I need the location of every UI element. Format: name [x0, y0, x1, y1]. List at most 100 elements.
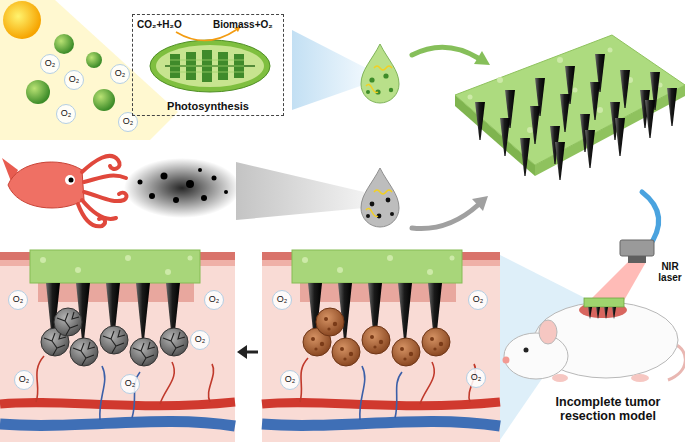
- laser-lens: [628, 256, 646, 263]
- patch-spots: [468, 48, 663, 134]
- product-label: Biomass+O₂: [213, 19, 283, 30]
- ink-dot: [198, 168, 202, 172]
- vein: [0, 421, 235, 426]
- oxygen-label: O₂: [63, 75, 85, 85]
- squid-body: [8, 162, 84, 208]
- microneedle-patch: [615, 118, 625, 156]
- dot: [383, 73, 388, 78]
- spot: [608, 48, 613, 53]
- polymer-strand: [366, 208, 378, 216]
- spot: [165, 269, 171, 275]
- chloroplast-inner: [156, 45, 264, 87]
- tissue-panel-after: [54, 308, 82, 336]
- arrow-head: [472, 196, 488, 211]
- ink-dot: [138, 180, 143, 185]
- spot: [427, 269, 433, 275]
- algae-cell: [54, 34, 74, 54]
- flow-arrow: [412, 47, 478, 58]
- microneedle-patch: [555, 142, 565, 180]
- tissue-panel-after: [100, 326, 128, 354]
- mouse-head: [504, 333, 568, 379]
- arrow-head: [474, 51, 490, 65]
- vein: [262, 421, 500, 426]
- ink-cloud: [124, 158, 240, 218]
- oxygen-label: O₂: [13, 375, 35, 385]
- microneedle-patch: [585, 130, 595, 168]
- tentacle: [82, 156, 120, 172]
- tissue-panel-after: [136, 283, 150, 342]
- oxygen-label: O₂: [55, 109, 77, 119]
- tissue-panel-before: [262, 250, 500, 442]
- ink-dot: [224, 190, 228, 194]
- squid-pupil: [69, 178, 74, 183]
- instrument-label: NIR laser: [655, 261, 685, 283]
- ink-droplet: [236, 162, 488, 229]
- tissue-panel-before: [398, 283, 412, 342]
- dot: [370, 202, 375, 207]
- dot: [386, 198, 391, 203]
- spot: [557, 57, 563, 63]
- spot: [450, 256, 455, 261]
- tissue-panel-before: [332, 338, 360, 366]
- tissue-panel-before: [422, 328, 450, 356]
- ink-dot: [186, 180, 194, 188]
- mouse-model: [612, 307, 616, 318]
- oxygen-label: O₂: [279, 375, 301, 385]
- capillary: [36, 356, 214, 404]
- tentacle: [78, 204, 105, 226]
- spot: [573, 88, 578, 93]
- oxygen-label: O₂: [203, 295, 225, 305]
- tentacles: [78, 156, 127, 226]
- tentacle: [82, 200, 116, 219]
- microneedle-patch: [455, 35, 685, 258]
- ink-dot: [212, 176, 217, 181]
- microneedle-patch: [620, 70, 630, 108]
- capillary: [100, 366, 140, 420]
- tissue-panel-after: [0, 250, 258, 442]
- algae-cell: [26, 80, 50, 104]
- polymer-strand: [374, 66, 392, 70]
- microneedle-patch: [520, 138, 530, 176]
- tissue-panel-after: [160, 328, 188, 356]
- microneedle-patch: [667, 88, 677, 126]
- spot: [40, 257, 46, 263]
- oxygen-bubbles: [9, 55, 488, 394]
- mouse-model: [596, 307, 600, 318]
- tissue-panel-before: [392, 338, 420, 366]
- tissue-panel-after: [70, 338, 98, 366]
- oxygen-label: O₂: [39, 59, 61, 69]
- mouse-model: [604, 307, 608, 318]
- patch: [292, 250, 462, 283]
- algae-cell: [86, 52, 102, 68]
- chloroplast: [150, 26, 270, 92]
- photosynthesis-box: CO₂+H₂OBiomass+O₂Photosynthesis: [132, 14, 284, 116]
- dot: [369, 77, 374, 82]
- flow-arrow: [412, 205, 478, 229]
- capillary: [360, 366, 402, 420]
- mouse-model: [588, 307, 592, 318]
- artery: [0, 402, 235, 406]
- oxygen-label: O₂: [465, 373, 487, 383]
- model-caption: Incomplete tumor resection model: [533, 396, 683, 424]
- microneedle-patch: [560, 94, 570, 132]
- dot: [366, 90, 370, 94]
- mouse-model: [500, 240, 685, 440]
- squid-eye: [65, 175, 75, 185]
- microneedle-patch: [500, 118, 510, 156]
- capillary: [300, 358, 475, 404]
- microneedle-patch: [645, 100, 655, 138]
- thylakoid-lines: [170, 60, 244, 72]
- droplet: [361, 168, 399, 227]
- process-label: Photosynthesis: [133, 100, 283, 112]
- spot: [497, 77, 503, 83]
- polymer-strand: [374, 190, 392, 194]
- spot: [597, 107, 603, 113]
- dot: [390, 212, 394, 216]
- mouse-eye: [524, 348, 529, 353]
- arrow-head: [237, 345, 247, 359]
- spot: [527, 127, 533, 133]
- tentacle: [84, 192, 127, 201]
- ink-dot: [161, 173, 168, 180]
- dot: [389, 88, 393, 92]
